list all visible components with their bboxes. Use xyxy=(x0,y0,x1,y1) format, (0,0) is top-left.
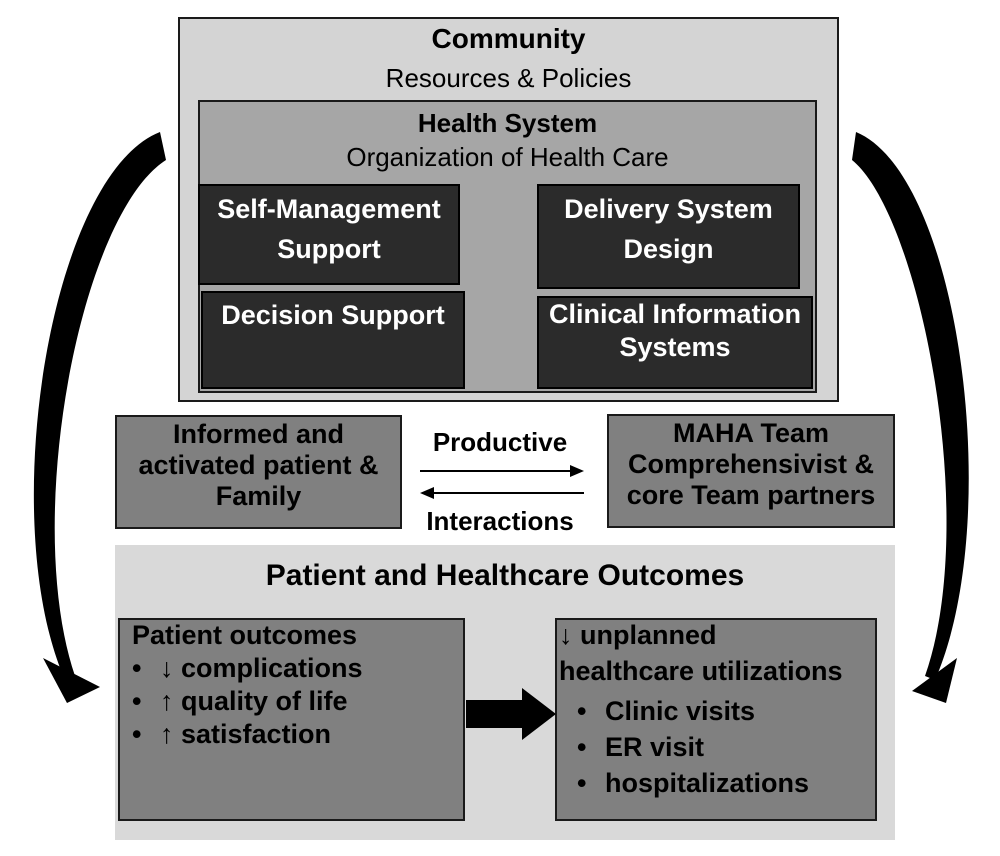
community-subtitle: Resources & Policies xyxy=(180,63,837,94)
patient-box-line-3: Family xyxy=(117,481,400,512)
self-management-line-2: Support xyxy=(200,229,458,269)
team-box-line-3: core Team partners xyxy=(609,480,893,511)
bullet-icon: • xyxy=(577,768,586,799)
patient-box-line-1: Informed and xyxy=(117,419,400,450)
patient-outcome-item: ↑ satisfaction xyxy=(160,719,331,750)
delivery-system-line-2: Design xyxy=(539,229,798,269)
utilization-item: ER visit xyxy=(605,732,704,763)
patient-outcome-item: ↓ complications xyxy=(160,653,363,684)
bullet-icon: • xyxy=(132,686,141,717)
outcomes-title: Patient and Healthcare Outcomes xyxy=(115,559,895,593)
bullet-icon: • xyxy=(577,696,586,727)
community-title: Community xyxy=(180,23,837,55)
utilization-outcomes-box: ↓ unplanned healthcare utilizations • Cl… xyxy=(555,618,877,821)
patient-box-line-2: activated patient & xyxy=(117,450,400,481)
bullet-icon: • xyxy=(132,653,141,684)
team-box-line-1: MAHA Team xyxy=(609,418,893,449)
utilization-item: Clinic visits xyxy=(605,696,755,727)
clinical-information-systems-box: Clinical Information Systems xyxy=(537,296,813,389)
decision-support-line-1: Decision Support xyxy=(203,295,463,335)
team-box-line-2: Comprehensivist & xyxy=(609,449,893,480)
decision-support-box: Decision Support xyxy=(201,291,465,389)
health-system-subtitle: Organization of Health Care xyxy=(200,142,815,173)
utilization-item: hospitalizations xyxy=(605,768,809,799)
self-management-support-box: Self-Management Support xyxy=(198,184,460,285)
arrow-left-icon xyxy=(420,487,584,499)
maha-team-box: MAHA Team Comprehensivist & core Team pa… xyxy=(607,414,895,528)
patient-outcomes-heading: Patient outcomes xyxy=(132,620,357,651)
bullet-icon: • xyxy=(577,732,586,763)
delivery-system-design-box: Delivery System Design xyxy=(537,184,800,289)
bullet-icon: • xyxy=(132,719,141,750)
utilization-heading-line-2: healthcare utilizations xyxy=(559,656,843,687)
arrow-right-icon xyxy=(420,465,584,477)
patient-outcomes-box: Patient outcomes • ↓ complications • ↑ q… xyxy=(118,618,465,821)
productive-label: Productive xyxy=(410,427,590,458)
interactions-label: Interactions xyxy=(410,506,590,537)
self-management-line-1: Self-Management xyxy=(200,189,458,229)
clinical-info-line-2: Systems xyxy=(539,331,811,364)
patient-outcome-item: ↑ quality of life xyxy=(160,686,348,717)
informed-patient-box: Informed and activated patient & Family xyxy=(115,415,402,529)
health-system-title: Health System xyxy=(200,108,815,139)
clinical-info-line-1: Clinical Information xyxy=(539,298,811,331)
utilization-heading-line-1: ↓ unplanned xyxy=(559,620,717,651)
delivery-system-line-1: Delivery System xyxy=(539,189,798,229)
